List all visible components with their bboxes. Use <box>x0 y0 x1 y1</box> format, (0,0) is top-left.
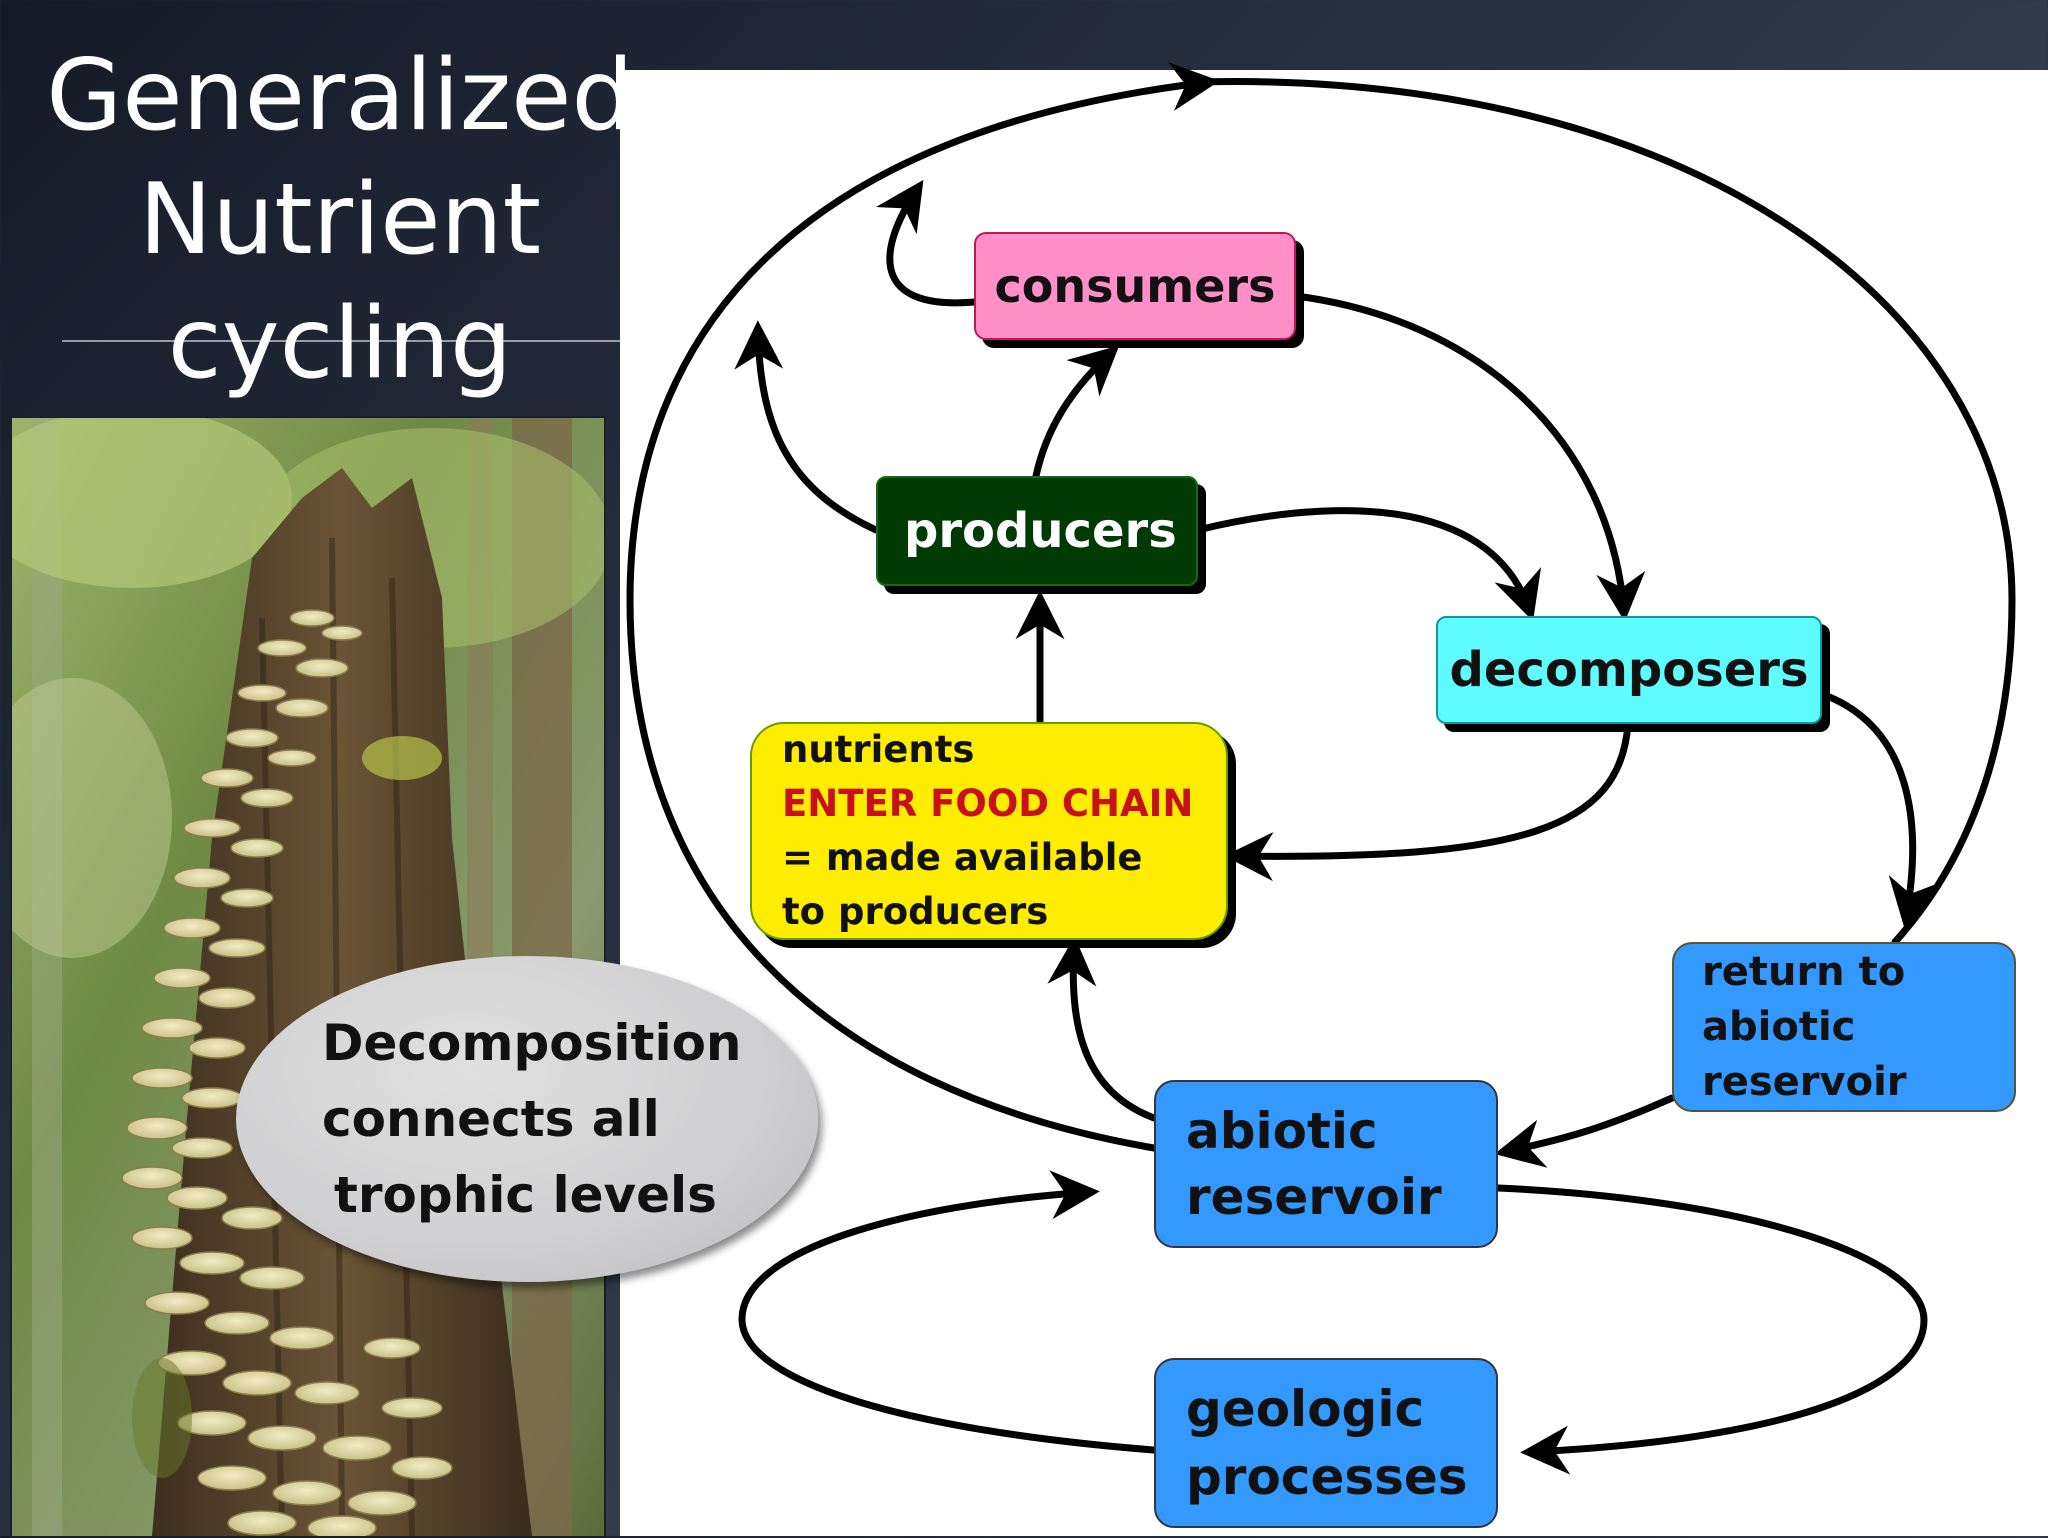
tree-stump-fungi-photo <box>10 416 606 1538</box>
nutrients-enter-box: nutrients ENTER FOOD CHAIN = made availa… <box>750 722 1228 940</box>
slide-title: Generalized Nutrient cycling <box>30 34 650 406</box>
callout-line-2: connects all <box>322 1090 660 1148</box>
producers-box: producers <box>876 476 1198 586</box>
arrow-abiotic-nutrients <box>1047 936 1158 1122</box>
nutrients-line-1: nutrients <box>782 728 975 771</box>
abiotic-line-1: abiotic <box>1186 1102 1378 1160</box>
geologic-processes-box: geologic processes <box>1154 1358 1498 1528</box>
arrow-decomposers-return <box>1818 690 1938 928</box>
arrow-producers-decomposers <box>1194 507 1542 622</box>
abiotic-reservoir-box: abiotic reservoir <box>1154 1080 1498 1248</box>
arrow-lower-left <box>738 1170 1158 1454</box>
decomposition-callout: Decomposition connects all trophic level… <box>236 956 818 1282</box>
arrow-consumers-decomposers <box>1292 292 1646 622</box>
arrow-return-abiotic <box>1494 1094 1676 1168</box>
return-line-2: abiotic <box>1702 1003 1856 1050</box>
decomposers-box: decomposers <box>1436 616 1822 724</box>
callout-line-1: Decomposition <box>322 1014 742 1072</box>
consumers-label: consumers <box>994 259 1276 313</box>
arrow-consumers-up <box>875 179 978 307</box>
title-line-1: Generalized <box>46 39 634 153</box>
fungi-photo-illustration <box>12 418 604 1536</box>
abiotic-line-2: reservoir <box>1186 1168 1442 1226</box>
decomposers-label: decomposers <box>1449 642 1809 698</box>
producers-label: producers <box>904 503 1177 559</box>
consumers-box: consumers <box>974 232 1296 340</box>
title-line-3: cycling <box>167 287 513 401</box>
arrow-outer-left <box>626 62 1220 1152</box>
arrow-lower-right <box>1494 1184 1928 1475</box>
enter-food-chain-text: ENTER FOOD CHAIN <box>782 782 1194 825</box>
arrow-outer-right <box>1196 78 2016 946</box>
geologic-line-1: geologic <box>1186 1380 1425 1438</box>
return-line-1: return to <box>1702 948 1906 995</box>
arrow-decomposers-nutrients <box>1224 720 1632 882</box>
return-line-3: reservoir <box>1702 1058 1907 1105</box>
title-divider <box>62 340 622 342</box>
arrow-producers-consumers <box>1032 345 1120 480</box>
title-line-2: Nutrient <box>138 163 542 277</box>
return-to-abiotic-box: return to abiotic reservoir <box>1672 942 2016 1112</box>
nutrients-line-3: = made available <box>782 836 1143 879</box>
arrow-producers-up <box>734 320 880 534</box>
callout-line-3: trophic levels <box>334 1166 717 1224</box>
nutrients-line-4: to producers <box>782 890 1049 933</box>
geologic-line-2: processes <box>1186 1448 1468 1506</box>
